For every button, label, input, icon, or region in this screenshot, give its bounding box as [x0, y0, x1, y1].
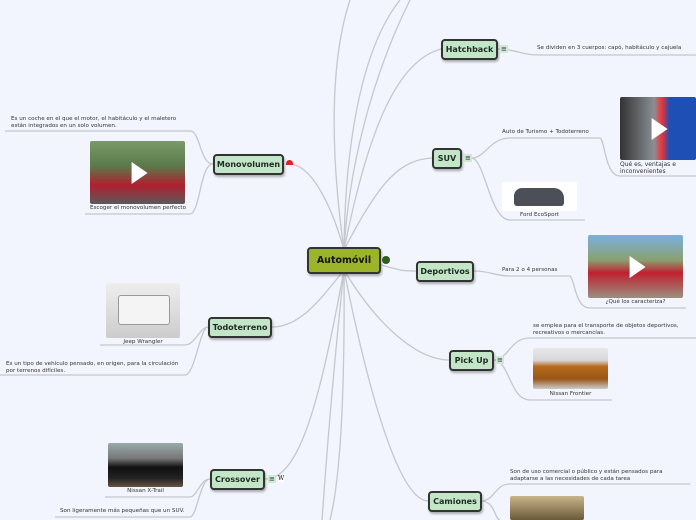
ecosport-caption: Ford EcoSport [519, 212, 560, 218]
notes-icon[interactable]: ≡ [268, 475, 276, 483]
frontier-caption: Nissan Frontier [549, 391, 592, 397]
link-icon[interactable] [286, 160, 293, 165]
play-icon[interactable] [651, 117, 668, 140]
node-label: Camiones [433, 497, 477, 506]
jeep-caption: Jeep Wrangler [123, 339, 163, 345]
node-label: Pick Up [454, 356, 489, 365]
deportivos-video-thumbnail[interactable] [588, 235, 683, 298]
node-label: Todoterreno [212, 323, 268, 332]
pickup-note: se emplea para el transporte de objetos … [533, 323, 679, 336]
monovolumen-note: Es un coche en el que el motor, el habit… [11, 116, 177, 129]
node-todoterreno[interactable]: Todoterreno [208, 317, 272, 338]
node-label: Deportivos [420, 267, 470, 276]
node-label: Hatchback [445, 45, 494, 54]
node-monovolumen[interactable]: Monovolumen [213, 154, 284, 175]
notes-icon[interactable]: ≡ [496, 356, 504, 364]
suv-note: Auto de Turismo + Todoterreno [502, 129, 589, 135]
node-deportivos[interactable]: Deportivos [416, 261, 474, 282]
suv-video-thumbnail[interactable] [620, 97, 696, 160]
node-suv[interactable]: SUV [432, 148, 462, 169]
monovolumen-video-thumbnail[interactable] [90, 141, 185, 204]
monovolumen-video-caption: Escoger el monovolumen perfecto [89, 205, 187, 211]
notes-icon[interactable]: ≡ [500, 45, 508, 53]
wikipedia-icon[interactable]: W [278, 475, 285, 482]
notes-icon[interactable]: ≡ [464, 154, 472, 162]
root-node-automovil[interactable]: Automóvil [307, 247, 381, 274]
crossover-note: Son ligeramente más pequeñas que un SUV. [60, 508, 185, 514]
suv-video-caption: Qué es, ventajas e inconvenientes [620, 161, 676, 175]
deportivos-video-caption: ¿Qué los caracteriza? [605, 299, 666, 305]
nissan-xtrail-image [108, 443, 183, 487]
camiones-note: Son de uso comercial o público y están p… [510, 469, 663, 482]
play-icon[interactable] [629, 255, 646, 278]
node-label: SUV [437, 154, 457, 163]
deportivos-note: Para 2 o 4 personas [502, 267, 558, 273]
ford-ecosport-image [502, 182, 577, 211]
node-hatchback[interactable]: Hatchback [441, 39, 498, 60]
node-label: Crossover [215, 475, 260, 484]
hatchback-note: Se dividen en 3 cuerpos: capó, habitácul… [537, 45, 682, 51]
jeep-wrangler-image [106, 283, 180, 338]
node-camiones[interactable]: Camiones [428, 491, 482, 512]
todoterreno-note: Es un tipo de vehículo pensado, en orige… [6, 361, 179, 374]
node-crossover[interactable]: Crossover [210, 469, 265, 490]
nissan-frontier-image [533, 348, 608, 389]
node-label: Monovolumen [216, 160, 281, 169]
globe-icon [382, 256, 390, 264]
play-icon[interactable] [131, 161, 148, 184]
camiones-image [510, 496, 584, 520]
node-pickup[interactable]: Pick Up [449, 350, 494, 371]
xtrail-caption: Nissan X-Trail [127, 488, 164, 494]
root-label: Automóvil [316, 255, 372, 266]
